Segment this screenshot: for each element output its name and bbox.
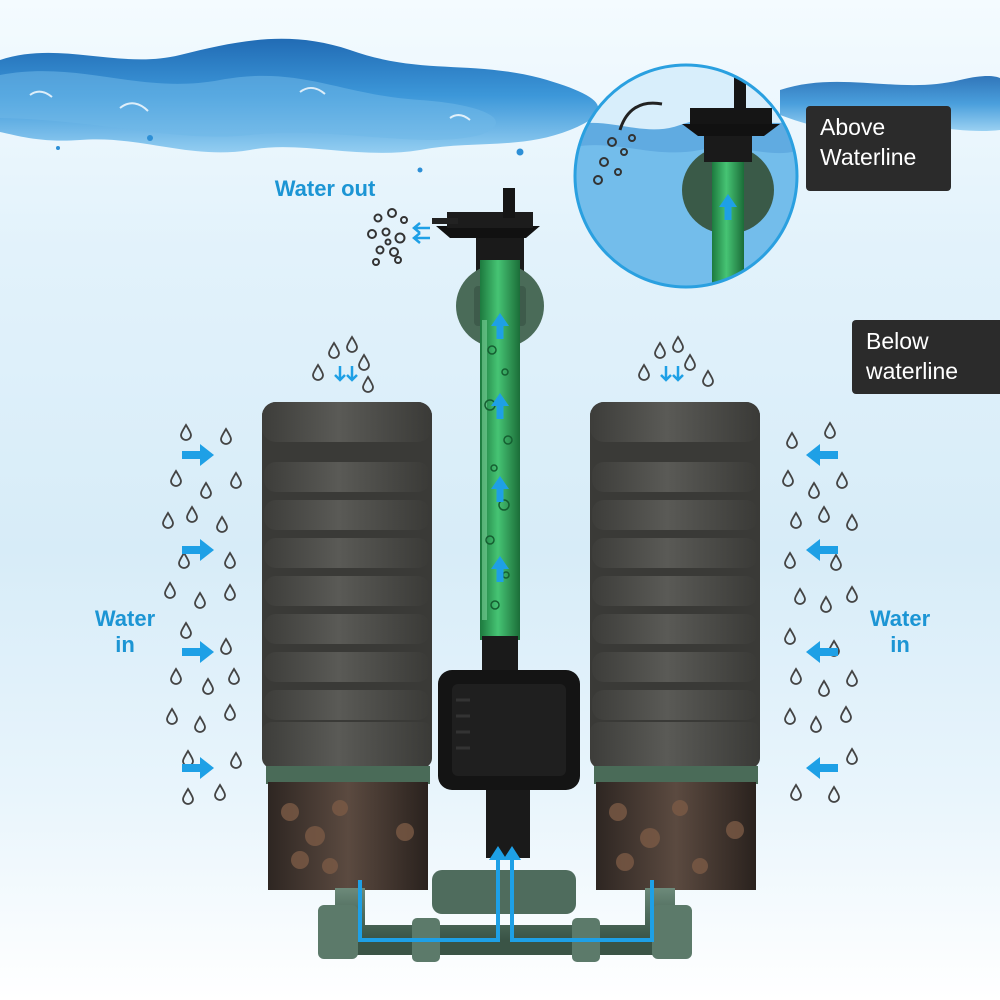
top-droplets [312, 336, 714, 393]
weight-block [438, 670, 580, 858]
riser-tube [432, 188, 544, 676]
left-flow-arrows [182, 444, 214, 779]
zoom-inset-circle [573, 63, 799, 289]
left-sponge [262, 402, 432, 890]
water-in-right-label: Water in [845, 606, 955, 658]
water-in-left-line-2: in [115, 632, 135, 657]
water-in-left-label: Water in [70, 606, 180, 658]
below-waterline-line-2: waterline [866, 358, 959, 384]
above-waterline-line-1: Above [820, 114, 886, 140]
above-waterline-tag: Above Waterline [806, 106, 951, 191]
right-sponge [590, 402, 760, 890]
below-waterline-line-1: Below [866, 328, 929, 354]
outlet-arrows [412, 222, 430, 244]
outlet-bubbles [367, 208, 408, 266]
water-out-label: Water out [274, 176, 376, 201]
water-in-right-line-2: in [890, 632, 910, 657]
water-in-right-line-1: Water [869, 606, 931, 631]
water-in-left-line-1: Water [94, 606, 156, 631]
above-waterline-line-2: Waterline [820, 144, 917, 170]
manifold-pipe [318, 846, 692, 962]
below-waterline-tag: Below waterline [852, 320, 1000, 394]
